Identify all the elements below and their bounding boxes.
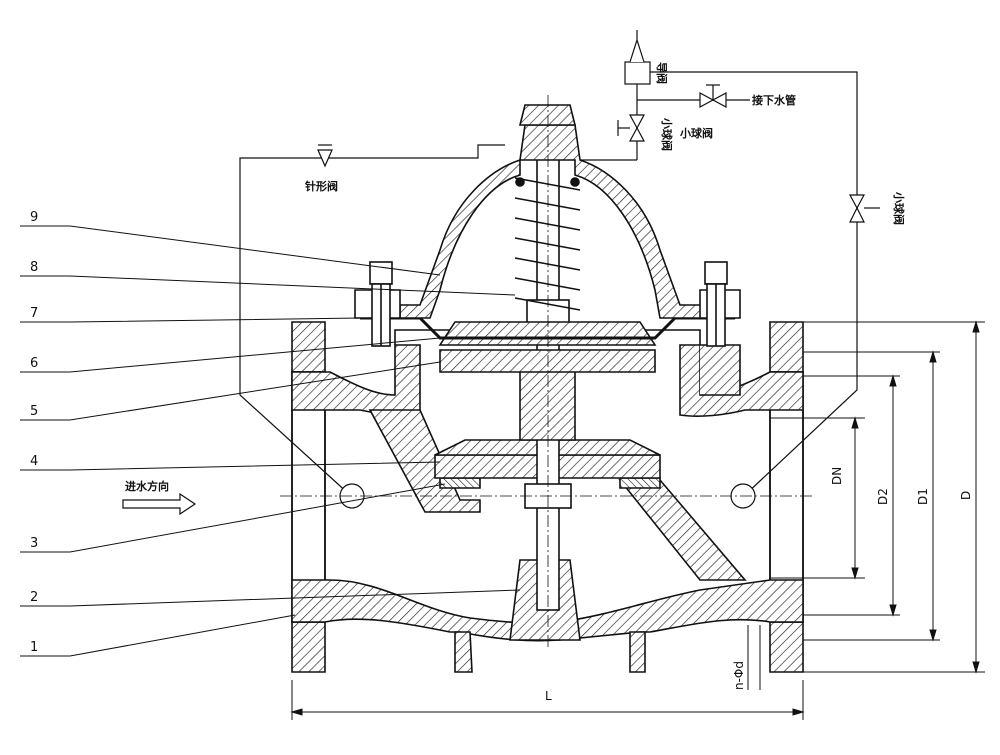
ball-valve-right-label: 小球阀 xyxy=(892,191,906,225)
part-number-8: 8 xyxy=(30,260,38,275)
part-number-6: 6 xyxy=(30,356,38,371)
spring xyxy=(514,177,581,311)
needle-valve-label: 针形阀 xyxy=(305,179,338,193)
d-label: D xyxy=(959,491,973,500)
ball-valve-label: 小球阀 xyxy=(679,126,713,140)
dn-label: DN xyxy=(830,467,844,485)
drain-pipe-label: 接下水管 xyxy=(752,93,796,107)
leader-lines xyxy=(20,225,521,657)
dimension-lines xyxy=(290,320,985,720)
d2-label: D2 xyxy=(876,488,890,505)
flow-direction-label: 进水方向 xyxy=(125,479,169,493)
d1-label: D1 xyxy=(916,488,930,505)
part-number-5: 5 xyxy=(30,404,38,419)
part-number-9: 9 xyxy=(30,210,38,225)
ball-valve-vertical-label: 小球阀 xyxy=(660,117,674,151)
part-number-2: 2 xyxy=(30,590,38,605)
component-labels: 针形阀 接下水管 小球阀 小球阀 小球阀 导阀 进水方向 xyxy=(125,62,906,493)
part-number-3: 3 xyxy=(30,536,38,551)
bolt-holes-label: n-Φd xyxy=(732,661,746,690)
part-number-4: 4 xyxy=(30,454,38,469)
pilot-valve-label: 导阀 xyxy=(655,62,669,84)
valve-body xyxy=(291,321,804,673)
l-label: L xyxy=(545,689,552,703)
center-lines xyxy=(280,95,815,650)
part-number-labels: 9 8 7 6 5 4 3 2 1 xyxy=(30,210,38,655)
part-number-7: 7 xyxy=(30,306,38,321)
flow-arrow xyxy=(122,492,197,516)
part-number-1: 1 xyxy=(30,640,38,655)
dimension-labels: DN D2 D1 D L n-Φd xyxy=(545,467,973,703)
